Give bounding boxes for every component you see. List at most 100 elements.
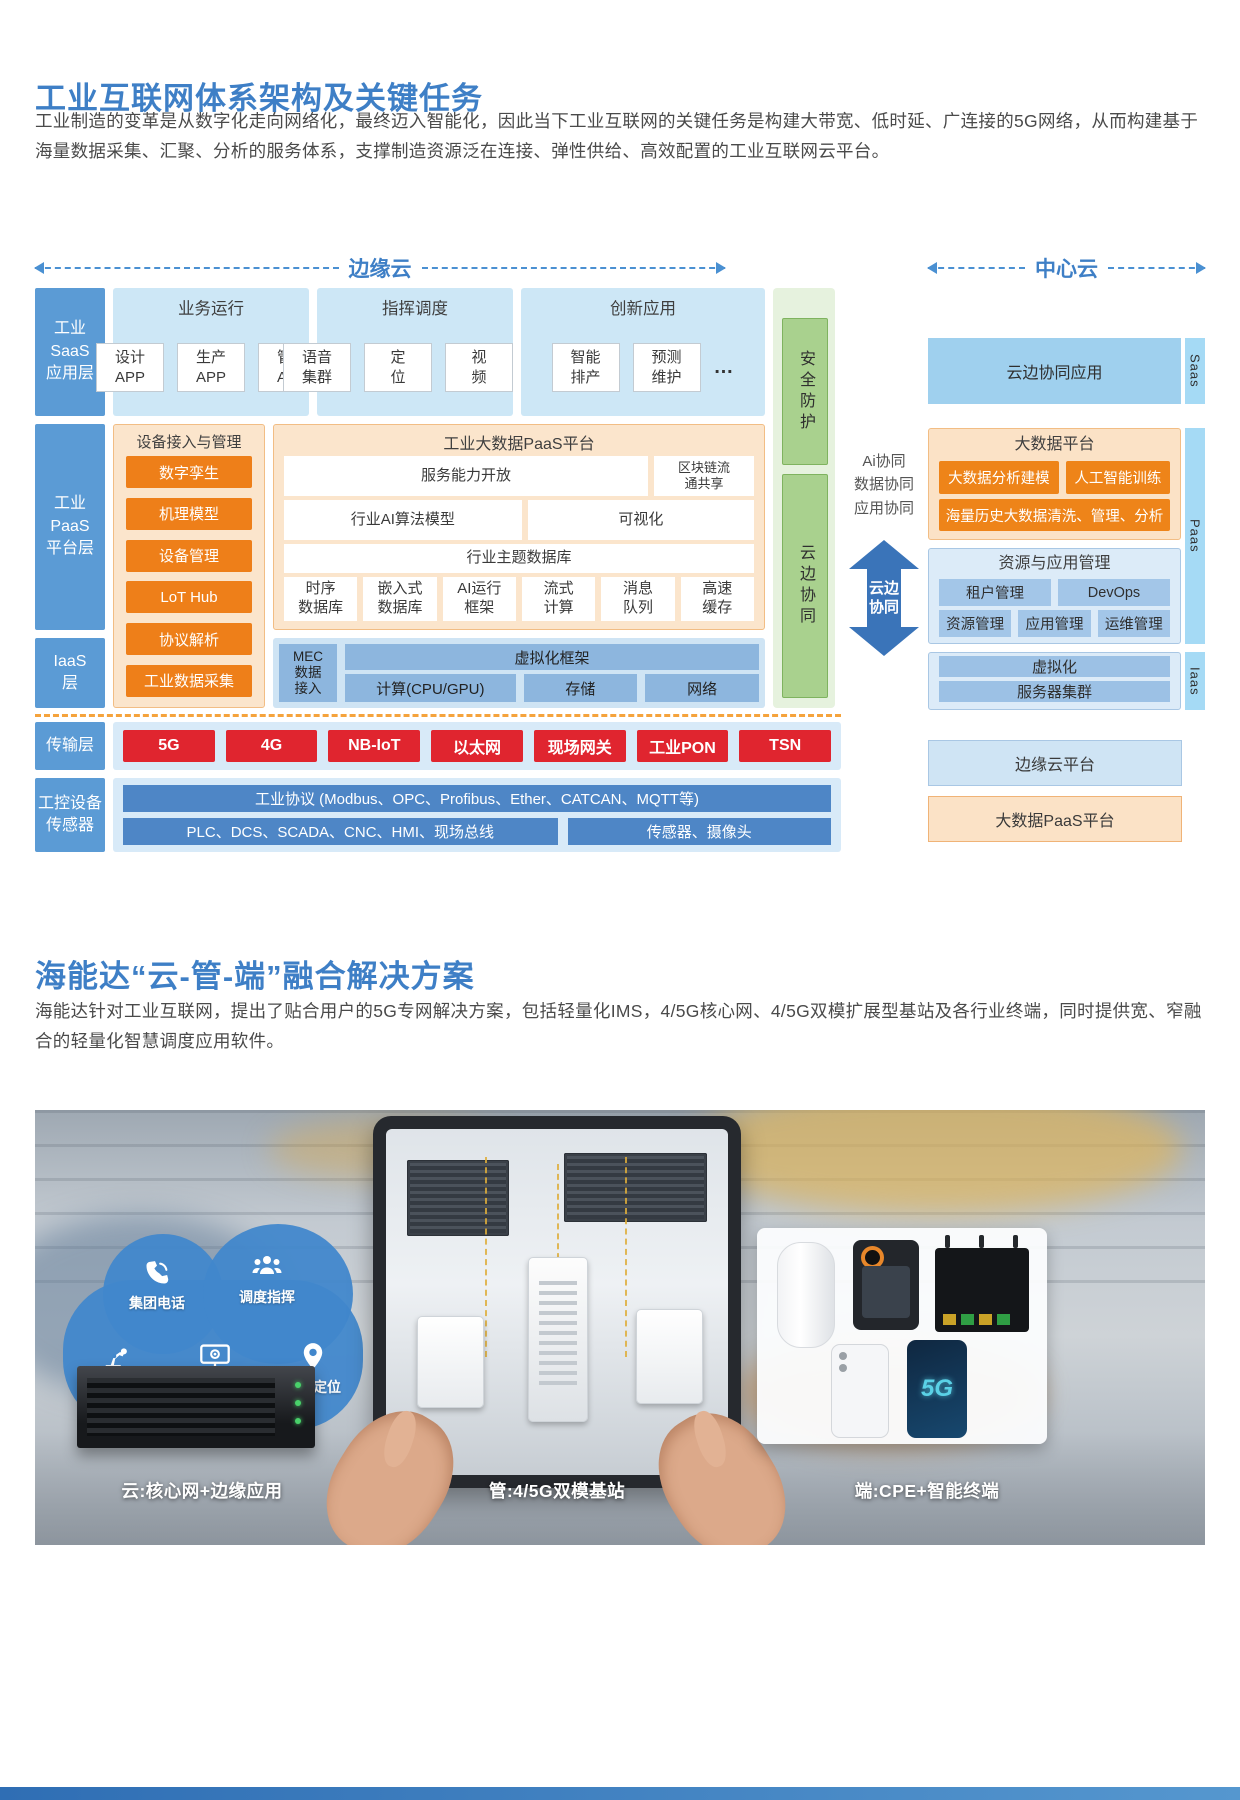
protocol-bar: 工业协议 (Modbus、OPC、Profibus、Ether、CATCAN、M… — [123, 785, 831, 812]
group-items: 语音 集群 定 位 视 频 … — [283, 319, 547, 416]
base-station-device — [416, 1315, 484, 1408]
equipment-row: PLC、DCS、SCADA、CNC、HMI、现场总线 传感器、摄像头 — [123, 818, 831, 845]
dark-smartphone: 5G — [907, 1340, 967, 1438]
rack-server — [77, 1366, 315, 1448]
app-box: 视 频 — [445, 343, 513, 392]
access-item: 工业数据采集 — [126, 664, 252, 697]
port — [943, 1314, 956, 1325]
saas-strip: Saas — [1185, 338, 1205, 404]
component-box: AI运行 框架 — [442, 577, 516, 621]
network-box: 网络 — [645, 674, 760, 702]
topic-db-box: 行业主题数据库 — [284, 544, 754, 573]
phone-icon — [140, 1256, 174, 1290]
panel-title: 资源与应用管理 — [998, 555, 1111, 572]
center-cloud-label: 中心云 — [1035, 258, 1098, 281]
transport-box: 4G — [225, 730, 318, 762]
base-station-unit — [527, 1257, 589, 1422]
mec-resource-row: 计算(CPU/GPU) 存储 网络 — [345, 674, 760, 702]
access-item: 机理模型 — [126, 497, 252, 530]
security-protection-box: 安全防护 — [782, 318, 828, 465]
rack-lines — [409, 1163, 507, 1234]
transport-box: 5G — [123, 730, 215, 762]
server-cluster-bar: 服务器集群 — [939, 681, 1170, 702]
industrial-gateway-device — [935, 1235, 1029, 1332]
mass-data-box: 海量历史大数据清洗、管理、分析 — [939, 499, 1170, 531]
panel-title: 工业大数据PaaS平台 — [443, 436, 595, 453]
mec-access-box: MEC 数据 接入 — [279, 644, 337, 702]
app-box: 智能 排产 — [551, 343, 620, 392]
section1-title: 工业互联网体系架构及关键任务 — [35, 80, 483, 116]
cloud-edge-app-box: 云边协同应用 — [928, 338, 1181, 404]
cpe-device — [777, 1242, 835, 1348]
server-led — [295, 1418, 301, 1424]
saas-group-business: 业务运行 设计 APP 生产 APP 管理 APP — [96, 288, 326, 416]
center-bigdata-panel: 大数据平台 大数据分析建模 人工智能训练 海量历史大数据清洗、管理、分析 — [928, 428, 1181, 540]
resource-box: 资源管理 — [939, 610, 1012, 637]
layer-label-paas: 工业 PaaS 平台层 — [35, 424, 105, 630]
rack-lines — [566, 1156, 705, 1220]
group-title: 创新应用 — [610, 300, 676, 318]
sensor-bar: 传感器、摄像头 — [567, 818, 831, 845]
app-box: 定 位 — [364, 343, 432, 392]
service-open-box: 服务能力开放 — [284, 456, 648, 496]
base-station-device — [635, 1308, 703, 1405]
edge-cloud-platform-box: 边缘云平台 — [928, 740, 1182, 786]
location-pin-icon — [296, 1340, 330, 1374]
group-title: 指挥调度 — [382, 300, 448, 318]
cloud-shape — [203, 1224, 353, 1364]
dashed-arrow-right-icon — [1108, 262, 1206, 274]
plc-bar: PLC、DCS、SCADA、CNC、HMI、现场总线 — [123, 818, 558, 845]
protocol-row: 工业协议 (Modbus、OPC、Profibus、Ether、CATCAN、M… — [123, 785, 831, 812]
saas-group-dispatch: 指挥调度 语音 集群 定 位 视 频 … — [283, 288, 546, 416]
dashed-arrow-left-icon — [927, 262, 1025, 274]
ai-training-box: 人工智能训练 — [1065, 461, 1170, 494]
antenna — [979, 1235, 984, 1248]
caption-cloud: 云:核心网+边缘应用 — [121, 1481, 283, 1501]
cloud-app-dispatch: 调度指挥 — [221, 1250, 313, 1307]
virtualization-frame-bar: 虚拟化框架 — [345, 644, 759, 670]
analysis-modeling-box: 大数据分析建模 — [939, 461, 1059, 494]
component-box: 高速 缓存 — [680, 577, 754, 621]
virtualization-bar: 虚拟化 — [939, 656, 1170, 677]
bigdata-paas-platform-box: 大数据PaaS平台 — [928, 796, 1182, 842]
app-box: 预测 维护 — [632, 343, 701, 392]
application-box: 应用管理 — [1018, 610, 1091, 637]
cloud-edge-arrow: 云边 协同 — [847, 540, 921, 656]
mec-panel: MEC 数据 接入 虚拟化框架 计算(CPU/GPU) 存储 网络 — [273, 638, 765, 708]
layer-label-device: 工控设备 传感器 — [35, 778, 105, 852]
double-arrow-icon — [849, 540, 919, 656]
tablet-screen — [386, 1129, 728, 1475]
blockchain-box: 区块链流 通共享 — [654, 456, 754, 496]
antenna — [1013, 1235, 1018, 1248]
ai-model-box: 行业AI算法模型 — [284, 500, 522, 540]
access-item: LoT Hub — [126, 581, 252, 614]
tenant-box: 租户管理 — [939, 579, 1051, 606]
footer-bar — [0, 1787, 1240, 1800]
device-rows-panel: 工业协议 (Modbus、OPC、Profibus、Ether、CATCAN、M… — [113, 778, 841, 852]
layer-label-saas: 工业 SaaS 应用层 — [35, 288, 105, 416]
caption-pipe: 管:4/5G双模基站 — [488, 1481, 626, 1501]
server-led — [295, 1382, 301, 1388]
component-box: 流式 计算 — [521, 577, 596, 621]
transport-box: NB-IoT — [328, 730, 421, 762]
section2-paragraph: 海能达针对工业互联网，提出了贴合用户的5G专网解决方案，包括轻量化IMS，4/5… — [35, 1001, 1202, 1052]
monitor-icon — [198, 1340, 232, 1374]
panel-row: 大数据分析建模 人工智能训练 — [939, 461, 1170, 494]
panel-row: 行业主题数据库 — [284, 544, 754, 573]
coordination-text: Ai协同 数据协同 应用协同 — [853, 453, 914, 517]
architecture-diagram: 边缘云 中心云 工业 SaaS 应用层 工业 PaaS 平台层 IaaS 层 传… — [34, 252, 1206, 855]
saas-group-innovation: 创新应用 智能 排产 预测 维护 … — [521, 288, 765, 416]
solution-photo: 集团电话 调度指挥 智能制造 智能监控 — [35, 1110, 1205, 1545]
dashed-arrow-left-icon — [34, 262, 339, 274]
resource-management-panel: 资源与应用管理 租户管理 DevOps 资源管理 应用管理 运维管理 — [928, 548, 1181, 644]
component-box: 消息 队列 — [601, 577, 675, 621]
security-column: 安全防护 云边协同 — [773, 288, 835, 708]
group-title: 业务运行 — [178, 300, 244, 318]
device-access-panel: 设备接入与管理 数字孪生 机理模型 设备管理 LoT Hub 协议解析 工业数据… — [113, 424, 265, 708]
layer-label-iaas: IaaS 层 — [35, 638, 105, 708]
panel-items: 数字孪生 机理模型 设备管理 LoT Hub 协议解析 工业数据采集 — [126, 456, 252, 697]
panel-row: 服务能力开放 区块链流 通共享 — [284, 456, 754, 496]
transport-box: 现场网关 — [533, 730, 626, 762]
group-items: 智能 排产 预测 维护 … — [551, 319, 735, 416]
